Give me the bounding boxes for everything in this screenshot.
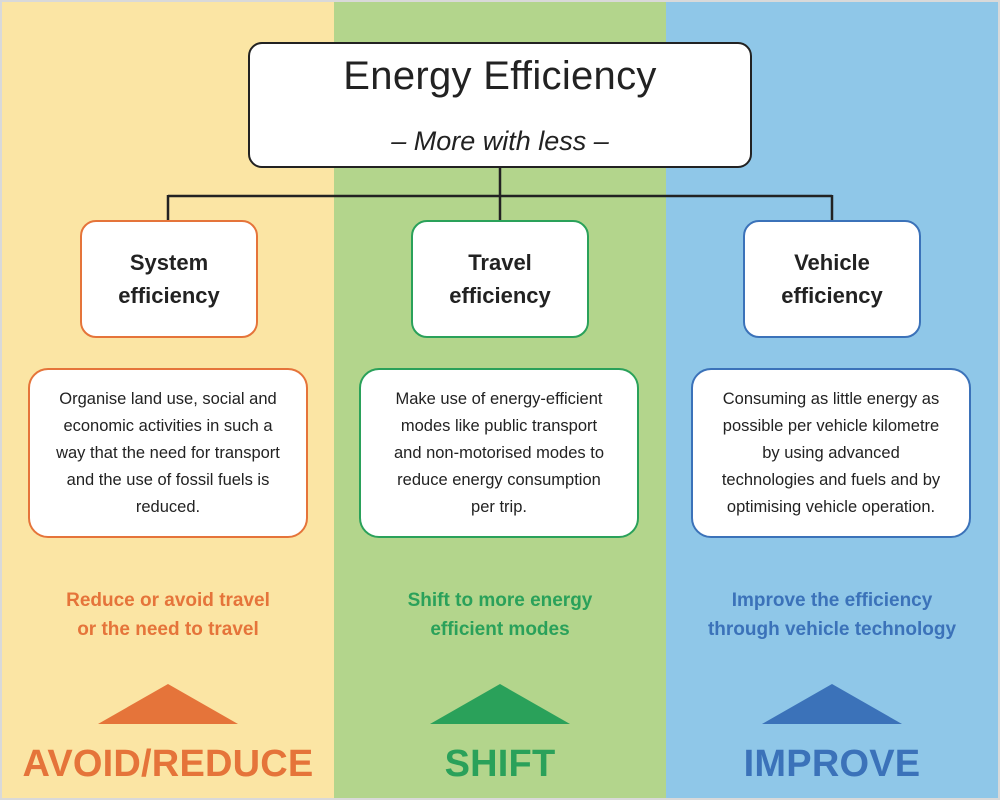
vehicle-efficiency-description: Consuming as little energy as possible p…	[721, 389, 941, 516]
vehicle-efficiency-box: Vehicle efficiency	[743, 220, 921, 338]
system-efficiency-description: Organise land use, social and economic a…	[56, 389, 280, 516]
improve-triangle-icon	[762, 684, 902, 724]
avoid-triangle-icon	[98, 684, 238, 724]
improve-tagline: Improve the efficiency through vehicle t…	[707, 590, 957, 640]
travel-efficiency-label: Travel efficiency	[449, 250, 551, 308]
avoid-reduce-label: AVOID/REDUCE	[22, 743, 314, 785]
vehicle-efficiency-description-box: Consuming as little energy as possible p…	[691, 368, 971, 538]
shift-label: SHIFT	[444, 743, 556, 785]
system-efficiency-label: System efficiency	[118, 250, 220, 308]
diagram-title: Energy Efficiency	[343, 54, 657, 98]
system-efficiency-box: System efficiency	[80, 220, 258, 338]
system-efficiency-description-box: Organise land use, social and economic a…	[28, 368, 308, 538]
travel-efficiency-description-box: Make use of energy-efficient modes like …	[359, 368, 639, 538]
travel-efficiency-box: Travel efficiency	[411, 220, 589, 338]
vehicle-efficiency-label: Vehicle efficiency	[781, 250, 883, 308]
travel-efficiency-description: Make use of energy-efficient modes like …	[393, 389, 605, 516]
shift-tagline: Shift to more energy efficient modes	[407, 590, 593, 640]
diagram-subtitle: – More with less –	[391, 126, 609, 156]
energy-efficiency-box: Energy Efficiency – More with less –	[248, 42, 752, 168]
avoid-tagline: Reduce or avoid travel or the need to tr…	[66, 590, 270, 640]
improve-label: IMPROVE	[743, 743, 921, 785]
shift-triangle-icon	[430, 684, 570, 724]
